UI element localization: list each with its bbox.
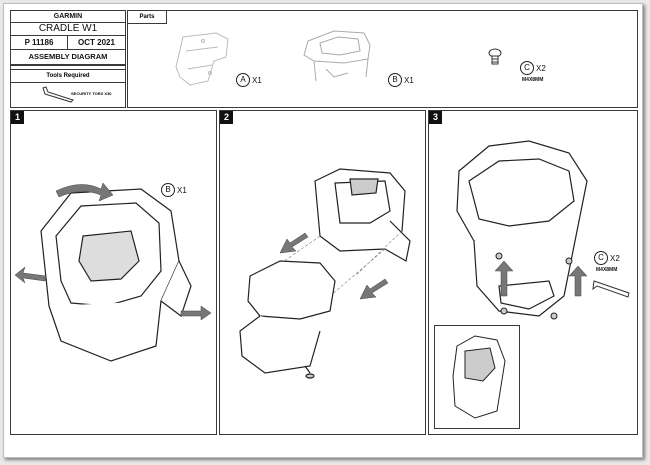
part-b-letter: B [388, 73, 402, 87]
part-a-letter: A [236, 73, 250, 87]
step-3-illustration [456, 140, 630, 320]
part-number: P 11186 [11, 36, 68, 50]
step-2-panel: 2 [219, 110, 426, 435]
document-title: ASSEMBLY DIAGRAM [11, 50, 125, 66]
part-b-qty: X1 [404, 75, 414, 85]
issue-date: OCT 2021 [68, 36, 125, 50]
step-1-number: 1 [11, 111, 24, 124]
parts-header: Parts [128, 11, 167, 24]
model-label: CRADLE W1 [11, 22, 125, 36]
part-a-qty: X1 [252, 75, 262, 85]
parts-drawings [175, 30, 502, 86]
part-c-label: C X2 [520, 61, 546, 75]
part-c-qty: X2 [536, 63, 546, 73]
assembly-sheet: GARMIN CRADLE W1 P 11186 OCT 2021 ASSEMB… [3, 3, 643, 458]
tool-label: SECURITY TORX X30 [71, 91, 112, 96]
step-3-callout-qty: X2 [610, 253, 620, 263]
part-a-drawing [175, 32, 229, 86]
step-1-illustration [14, 182, 212, 362]
screw-drawing [488, 48, 502, 65]
part-c-size: M4X8MM [522, 77, 544, 83]
inset-illustration [452, 335, 506, 419]
step-3-number: 3 [429, 111, 442, 124]
step-3-callout-size: M4X8MM [596, 267, 618, 273]
part-b-label: B X1 [388, 73, 414, 87]
step-1-panel: 1 B X1 [10, 110, 217, 435]
step-3-panel: 3 C X2 M4X8MM [428, 110, 638, 435]
part-c-letter: C [520, 61, 534, 75]
step-2-illustration [239, 168, 411, 379]
part-b-drawing [303, 30, 371, 82]
brand-label: GARMIN [11, 11, 125, 23]
parts-box: Parts A X1 B [127, 10, 638, 108]
step-1-callout-letter: B [161, 183, 175, 197]
torx-key-icon [42, 86, 74, 103]
step-1-callout-qty: X1 [177, 185, 187, 195]
part-a-label: A X1 [236, 73, 262, 87]
step-3-callout-letter: C [594, 251, 608, 265]
step-3-callout: C X2 [594, 251, 620, 265]
tools-header: Tools Required [11, 70, 125, 83]
step-3-inset-view [434, 325, 520, 429]
step-1-callout: B X1 [161, 183, 187, 197]
step-2-number: 2 [220, 111, 233, 124]
tools-required-box: Tools Required SECURITY TORX X30 [10, 69, 126, 108]
